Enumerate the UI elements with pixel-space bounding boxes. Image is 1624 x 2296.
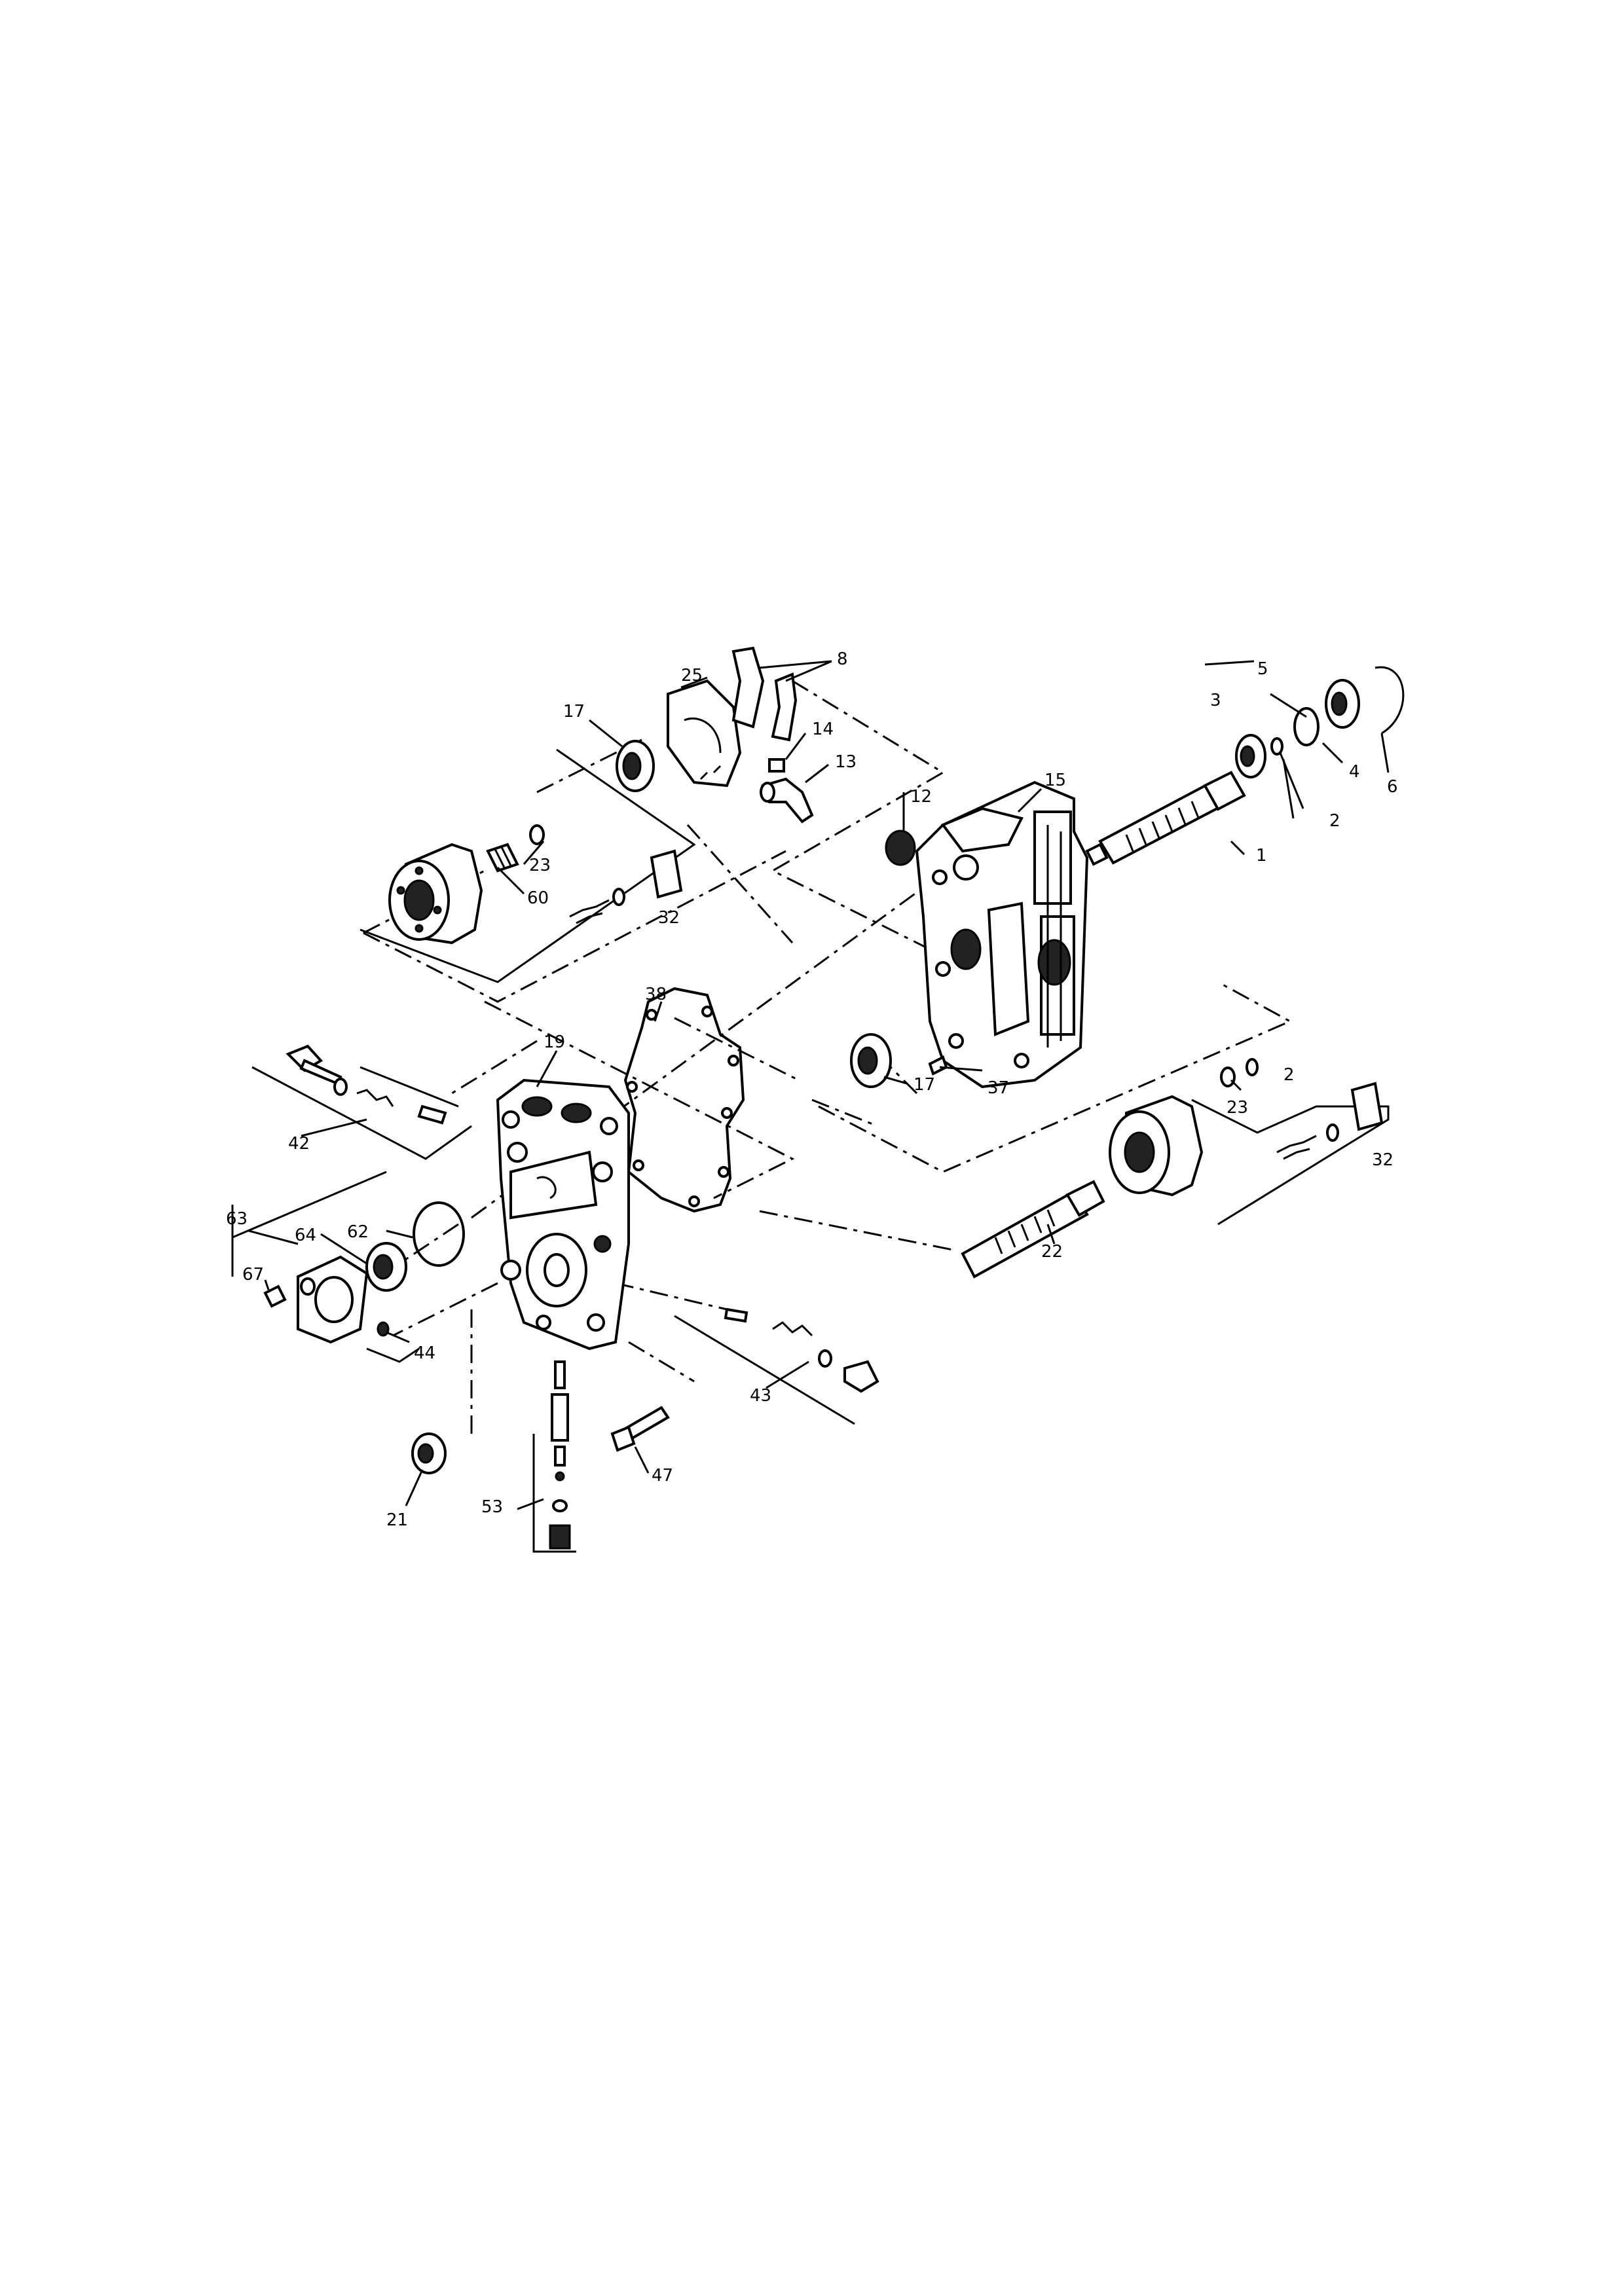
callout-32-left: 32 [658,908,680,928]
cylinder-block-right [1109,1095,1204,1197]
swashplate-part-25 [667,679,742,788]
callout-62: 62 [347,1222,369,1242]
relief-valve-part-42 [286,1044,447,1125]
group-brackets [231,748,1390,1553]
callout-4: 4 [1349,762,1360,782]
callout-43: 43 [750,1386,771,1406]
output-shaft-part-22 [961,1180,1105,1279]
cylinder-block-left [388,843,483,945]
check-valve-part-32-left [569,849,683,924]
callout-32-right: 32 [1372,1150,1393,1170]
cover-plate-part-63 [297,1255,369,1344]
callout-1: 1 [1256,846,1267,866]
callout-21: 21 [386,1510,408,1530]
relief-valve-part-43 [724,1307,879,1393]
o-ring-part-2 [1270,737,1283,756]
callout-38: 38 [645,985,667,1004]
callout-13: 13 [835,752,857,772]
callout-22: 22 [1041,1242,1063,1262]
callout-5: 5 [1257,659,1268,679]
callout-17-mid: 17 [913,1075,935,1095]
callout-25: 25 [681,666,703,685]
control-arm-part-13 [760,777,814,824]
o-ring-part-2-right [1246,1058,1259,1076]
callout-6: 6 [1387,777,1398,797]
callout-64: 64 [295,1226,316,1245]
callout-8: 8 [837,649,848,669]
callout-2-top: 2 [1329,811,1340,831]
callout-42: 42 [288,1134,310,1154]
callout-labels: 1 2 2 3 4 5 6 8 12 13 14 15 17 17 19 21 … [226,649,1398,1530]
bearing-part-3 [1235,734,1266,778]
bearing-part-64 [365,1242,407,1292]
charge-valve-stack-part-53 [549,1360,571,1550]
input-shaft-part-1 [1085,771,1246,866]
callout-37: 37 [987,1078,1009,1098]
bushing-part-12 [885,829,916,866]
center-section-part-19 [496,1078,630,1351]
callout-23-right: 23 [1227,1098,1248,1118]
snap-ring-part-6 [1375,666,1405,735]
callout-63: 63 [226,1209,248,1229]
thrust-bearing-inserts-part-8 [731,646,798,742]
callout-47: 47 [652,1466,673,1485]
spring-part-60 [486,843,519,873]
callout-53: 53 [481,1497,503,1517]
callout-19: 19 [544,1032,565,1052]
o-ring-part-23-right [1220,1066,1236,1087]
main-housing-part-15 [915,780,1089,1089]
screw-part-67 [263,1285,287,1308]
seal-part-17-top [616,740,655,792]
seal-part-21 [411,1432,447,1474]
bolt-part-47 [610,1406,670,1452]
o-ring-part-62 [413,1201,465,1267]
callout-leader-lines [248,660,1390,1510]
callout-14: 14 [812,720,834,739]
slot-guide-part-14 [768,758,785,773]
callout-2-right: 2 [1283,1065,1295,1085]
callout-17-top: 17 [563,702,585,721]
seal-part-17-mid [850,1033,892,1088]
callout-23-left: 23 [529,856,551,875]
gasket-part-38 [623,987,745,1213]
o-ring-part-23-left [529,824,545,845]
callout-67: 67 [242,1265,264,1285]
check-valve-part-32-right [1276,1082,1384,1160]
callout-3: 3 [1210,691,1221,710]
washer-part-4 [1293,707,1320,746]
callout-60: 60 [527,888,549,908]
bearing-part-5 [1325,679,1360,729]
plug-part-44 [377,1321,390,1337]
callout-15: 15 [1044,771,1066,790]
callout-44: 44 [414,1343,435,1363]
dowel-pin-part-37 [928,1055,948,1076]
assembly-dash-lines [363,680,1293,1440]
callout-12: 12 [910,787,932,807]
